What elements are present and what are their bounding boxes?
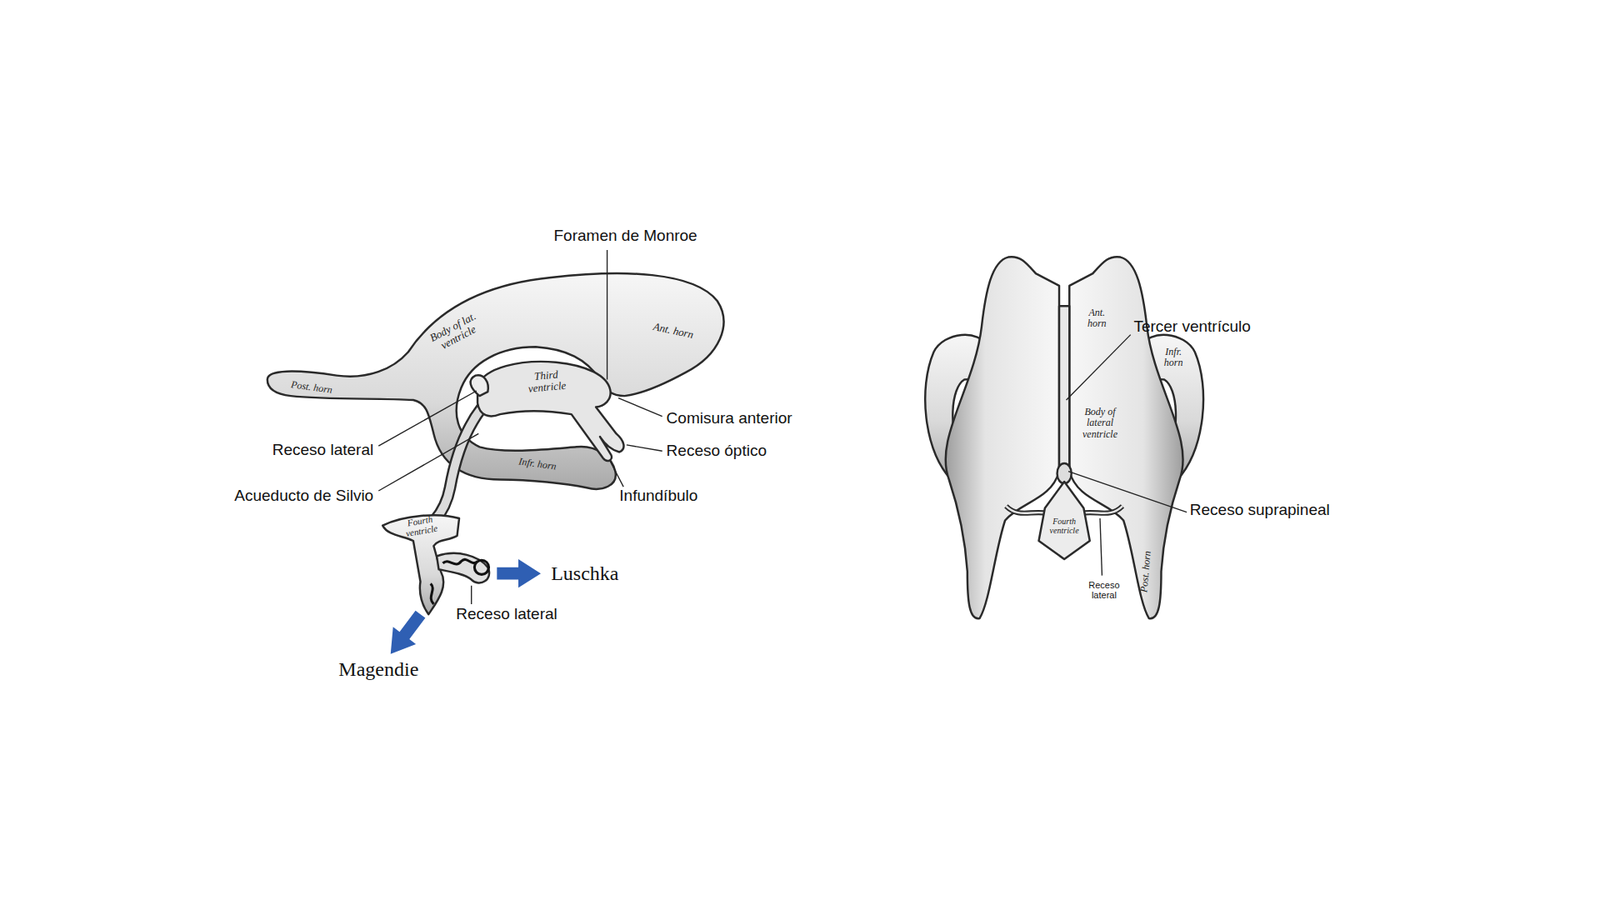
callout-label: Receso lateral <box>1083 580 1125 600</box>
callout-label: Comisura anterior <box>666 409 793 428</box>
leader-line <box>378 433 479 491</box>
right-lateral-ventricle <box>1069 256 1204 619</box>
callout-label: Tercer ventrículo <box>1133 317 1250 336</box>
engraved-label: Body of lateral ventricle <box>1074 406 1126 440</box>
lateral-ventricle-body <box>945 256 1060 619</box>
choroid-coil <box>430 583 435 604</box>
engraved-label: Infr. horn <box>1157 345 1190 368</box>
aqueduct-lumen <box>435 408 482 521</box>
callout-label: Receso óptico <box>666 441 767 460</box>
callout-label: Infundíbulo <box>619 486 698 505</box>
engraved-label: Fourth ventricle <box>1043 516 1085 535</box>
fourth-ventricle-lateral-recess <box>1005 505 1048 514</box>
engraved-label: Ant. horn <box>651 320 695 342</box>
leader-line <box>610 460 624 487</box>
fourth-ventricle-lateral-recess <box>436 553 490 584</box>
leader-line <box>618 398 663 417</box>
callout-label: Acueducto de Silvio <box>234 486 374 505</box>
lateral-ventricle-body <box>1069 256 1183 619</box>
suprapineal-recess <box>1057 463 1072 484</box>
choroid-coil <box>474 560 489 575</box>
leader-line <box>606 250 608 380</box>
engraved-label: Post. horn <box>290 378 334 397</box>
lateral-view <box>267 250 725 655</box>
engraved-label: Body of lat. ventricle <box>417 304 495 360</box>
choroid-coil <box>442 559 478 565</box>
callout-label: Receso suprapineal <box>1190 500 1330 520</box>
callout-label: Foramen de Monroe <box>554 226 698 245</box>
choroid-plexus <box>430 559 490 605</box>
third-ventricle <box>1059 305 1070 470</box>
leader-lines <box>1066 335 1187 576</box>
aqueduct-outline <box>435 408 482 521</box>
luschka-arrow <box>496 559 541 588</box>
fourth-ventricle-lateral-recess <box>1005 505 1048 514</box>
foramen-label: Luschka <box>550 562 619 585</box>
leader-line <box>470 585 472 605</box>
foramen-label: Magendie <box>338 658 419 681</box>
engraved-label: Post. horn <box>1137 550 1154 593</box>
callout-label: Receso lateral <box>272 440 374 460</box>
lateral-ventricle <box>267 273 725 490</box>
callout-label: Receso lateral <box>455 605 557 624</box>
leader-line <box>1068 471 1187 513</box>
engraved-label: Ant. horn <box>1079 307 1115 330</box>
third-ventricle <box>477 361 624 461</box>
left-lateral-ventricle <box>925 256 1060 619</box>
superior-view <box>925 256 1204 619</box>
leader-lines <box>378 250 662 605</box>
leader-line <box>378 390 477 446</box>
fourth-ventricle-lateral-recess <box>1080 505 1123 514</box>
fourth-ventricle-lateral-recess <box>1080 505 1123 514</box>
magendie-arrow <box>390 610 426 655</box>
leader-line <box>626 445 663 451</box>
engraved-label: Third ventricle <box>520 367 573 396</box>
engraved-label: Fourth ventricle <box>393 510 448 540</box>
engraved-label: Infr. horn <box>518 455 558 474</box>
leader-line <box>1066 335 1131 400</box>
leader-line <box>1100 518 1102 576</box>
fourth-ventricle <box>1039 481 1090 560</box>
